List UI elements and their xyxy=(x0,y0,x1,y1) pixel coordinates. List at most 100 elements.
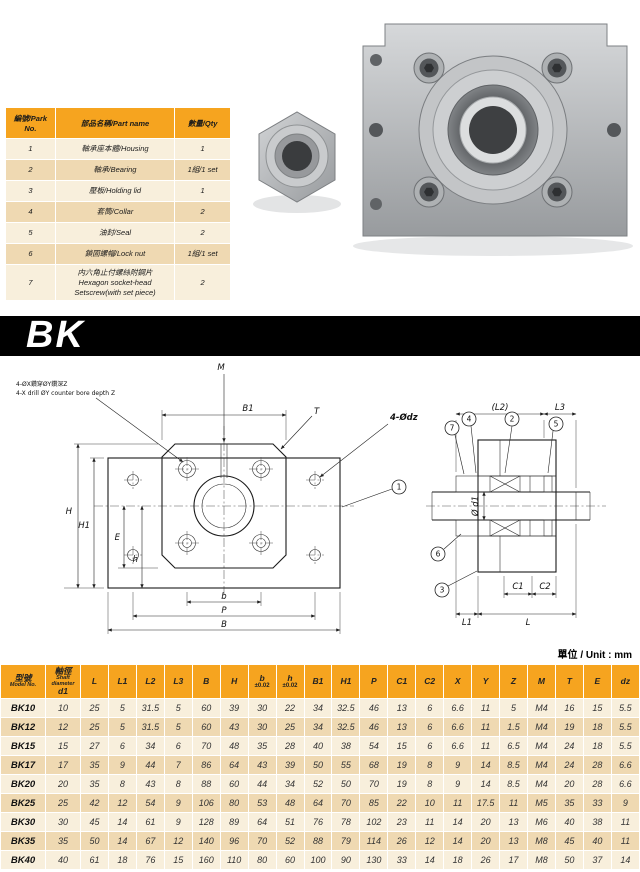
spec-col-header: P xyxy=(359,663,389,700)
spec-cell: 140 xyxy=(191,831,221,852)
dim-label-H: H xyxy=(66,507,73,517)
spec-cell: 80 xyxy=(247,850,277,871)
spec-cell: 90 xyxy=(331,850,361,871)
spec-cell: M4 xyxy=(527,698,556,719)
dim-label-B1: B1 xyxy=(242,404,253,414)
spec-cell: 15 xyxy=(582,698,612,719)
spec-cell: 106 xyxy=(191,793,221,814)
spec-cell: 18 xyxy=(582,736,612,757)
spec-cell: 46 xyxy=(359,698,389,719)
spec-cell: 6 xyxy=(163,736,193,757)
parts-cell: 軸承座本體/Housing xyxy=(54,138,176,160)
spec-cell: 100 xyxy=(303,850,333,871)
dim-label-H1: H1 xyxy=(78,521,90,531)
spec-cell: 8.5 xyxy=(499,755,528,776)
spec-cell: 9 xyxy=(163,812,193,833)
drill-note-zh: 4-ØX鑽穿ØY鑽深Z xyxy=(16,380,67,388)
spec-cell: 61 xyxy=(135,812,165,833)
spec-cell: 28 xyxy=(275,736,305,757)
spec-cell: 60 xyxy=(275,850,305,871)
spec-cell: 9 xyxy=(107,755,137,776)
spec-cell: 33 xyxy=(387,850,417,871)
spec-col-header: E xyxy=(582,663,612,700)
side-view-dimensions: (L2) L3 Ø d1 C1 C2 L1 L xyxy=(455,403,577,628)
spec-cell: 11 xyxy=(471,717,501,738)
spec-cell: 19 xyxy=(554,717,584,738)
spec-cell: 13 xyxy=(387,698,417,719)
spec-cell: 8 xyxy=(107,774,137,795)
spec-cell: 11 xyxy=(499,793,528,814)
spec-cell: 44 xyxy=(135,755,165,776)
spec-cell: 114 xyxy=(359,831,389,852)
spec-cell: 45 xyxy=(80,812,109,833)
spec-cell: 13 xyxy=(387,717,417,738)
spec-cell: 35 xyxy=(80,755,109,776)
balloon-3: 3 xyxy=(434,582,450,598)
spec-cell: 15 xyxy=(163,850,193,871)
spec-cell: 27 xyxy=(80,736,109,757)
spec-cell: 76 xyxy=(303,812,333,833)
spec-cell: 8 xyxy=(163,774,193,795)
spec-cell: 39 xyxy=(219,698,249,719)
spec-cell: 14 xyxy=(107,812,137,833)
parts-cell: 鎖固螺帽/Lock nut xyxy=(54,243,176,265)
spec-cell: 5 xyxy=(163,698,193,719)
spec-cell: 31.5 xyxy=(135,698,165,719)
spec-cell: M8 xyxy=(527,850,556,871)
spec-cell: 40 xyxy=(303,736,333,757)
spec-cell: 50 xyxy=(80,831,109,852)
spec-cell: 11 xyxy=(471,698,501,719)
parts-cell: 壓板/Holding lid xyxy=(54,180,176,202)
spec-cell: 39 xyxy=(275,755,305,776)
spec-cell: 5.5 xyxy=(610,736,640,757)
spec-cell: 6.6 xyxy=(610,774,640,795)
socket-screw-icon xyxy=(413,176,445,208)
spec-cell: 34 xyxy=(275,774,305,795)
parts-cell: 2 xyxy=(174,201,231,223)
spec-cell: 18 xyxy=(107,850,137,871)
technical-drawing: 4-ØX鑽穿ØY鑽深Z 4-X drill ØY counter bore de… xyxy=(0,356,640,646)
spec-cell: 6.6 xyxy=(610,755,640,776)
spec-cell: 60 xyxy=(219,774,249,795)
parts-cell: 5 xyxy=(5,222,56,244)
spec-cell: 26 xyxy=(471,850,501,871)
svg-text:1: 1 xyxy=(397,483,402,492)
spec-cell: 40 xyxy=(45,850,81,871)
spec-cell: 70 xyxy=(359,774,389,795)
spec-cell: 64 xyxy=(247,812,277,833)
spec-col-header: b±0.02 xyxy=(247,663,277,700)
spec-cell: 6.6 xyxy=(443,736,473,757)
spec-cell: 26 xyxy=(387,831,417,852)
balloon-2: 2 xyxy=(504,411,520,427)
spec-cell: 86 xyxy=(191,755,221,776)
spec-cell: 25 xyxy=(45,793,81,814)
lock-nut-photo xyxy=(253,111,341,213)
balloon-7: 7 xyxy=(444,420,460,436)
parts-cell: 套筒/Collar xyxy=(54,201,176,223)
spec-cell: 96 xyxy=(219,831,249,852)
parts-cell: 3 xyxy=(5,180,56,202)
parts-cell: 2 xyxy=(5,159,56,181)
spec-cell: 22 xyxy=(387,793,417,814)
spec-model-cell: BK12 xyxy=(0,717,46,738)
spec-cell: 11 xyxy=(415,812,445,833)
spec-cell: 9 xyxy=(443,755,473,776)
parts-cell: 軸承/Bearing xyxy=(54,159,176,181)
parts-cell: 6 xyxy=(5,243,56,265)
spec-cell: 78 xyxy=(331,812,361,833)
spec-cell: 14 xyxy=(107,831,137,852)
spec-cell: 20 xyxy=(471,831,501,852)
dim-label-h: h xyxy=(133,555,138,565)
unit-note: 單位 / Unit : mm xyxy=(557,650,632,661)
spec-cell: 24 xyxy=(554,736,584,757)
